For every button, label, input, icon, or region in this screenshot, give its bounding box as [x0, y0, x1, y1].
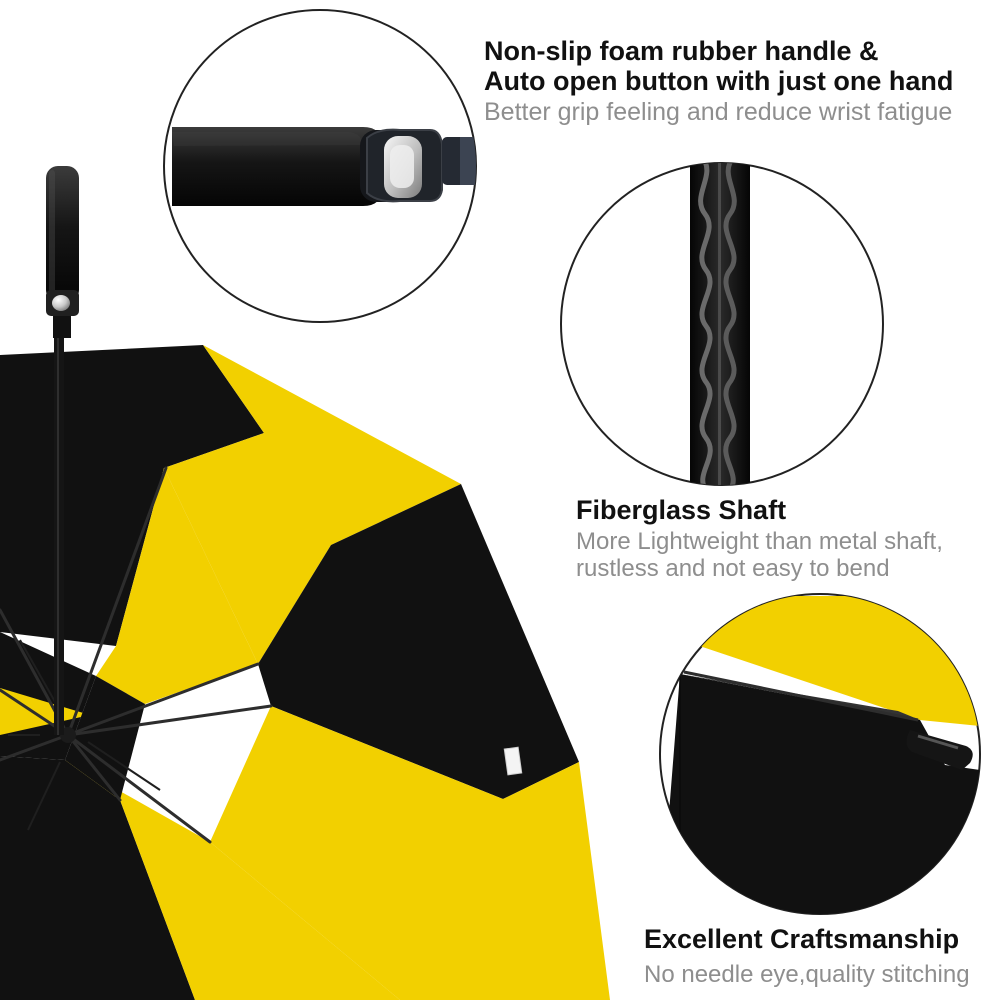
handle-feature-description: Better grip feeling and reduce wrist fat… [484, 98, 953, 127]
shaft-feature-description-line-2: rustless and not easy to bend [576, 554, 890, 582]
shaft-feature-description: More Lightweight than metal shaft, rustl… [576, 528, 976, 582]
craftsmanship-feature: Excellent Craftsmanship No needle eye,qu… [644, 924, 990, 989]
shaft-closeup [560, 162, 884, 486]
handle-feature-title: Non-slip foam rubber handle & Auto open … [484, 36, 984, 96]
shaft-feature-description-line-1: More Lightweight than metal shaft, [576, 528, 943, 556]
handle-closeup [163, 9, 477, 323]
shaft-feature-title: Fiberglass Shaft [576, 495, 787, 525]
handle-feature: Non-slip foam rubber handle & Auto open … [484, 36, 984, 126]
umbrella-canopy [0, 345, 610, 1000]
umbrella-shaft-and-handle [46, 166, 79, 735]
craftsmanship-feature-description: No needle eye,quality stitching [644, 961, 970, 989]
craftsmanship-feature-title: Excellent Craftsmanship [644, 924, 960, 954]
handle-feature-title-line-2: Auto open button with just one hand [484, 66, 954, 97]
shaft-feature: Fiberglass Shaft More Lightweight than m… [576, 495, 976, 582]
handle-feature-title-line-1: Non-slip foam rubber handle & [484, 36, 879, 66]
canopy-tip-closeup [659, 593, 981, 915]
